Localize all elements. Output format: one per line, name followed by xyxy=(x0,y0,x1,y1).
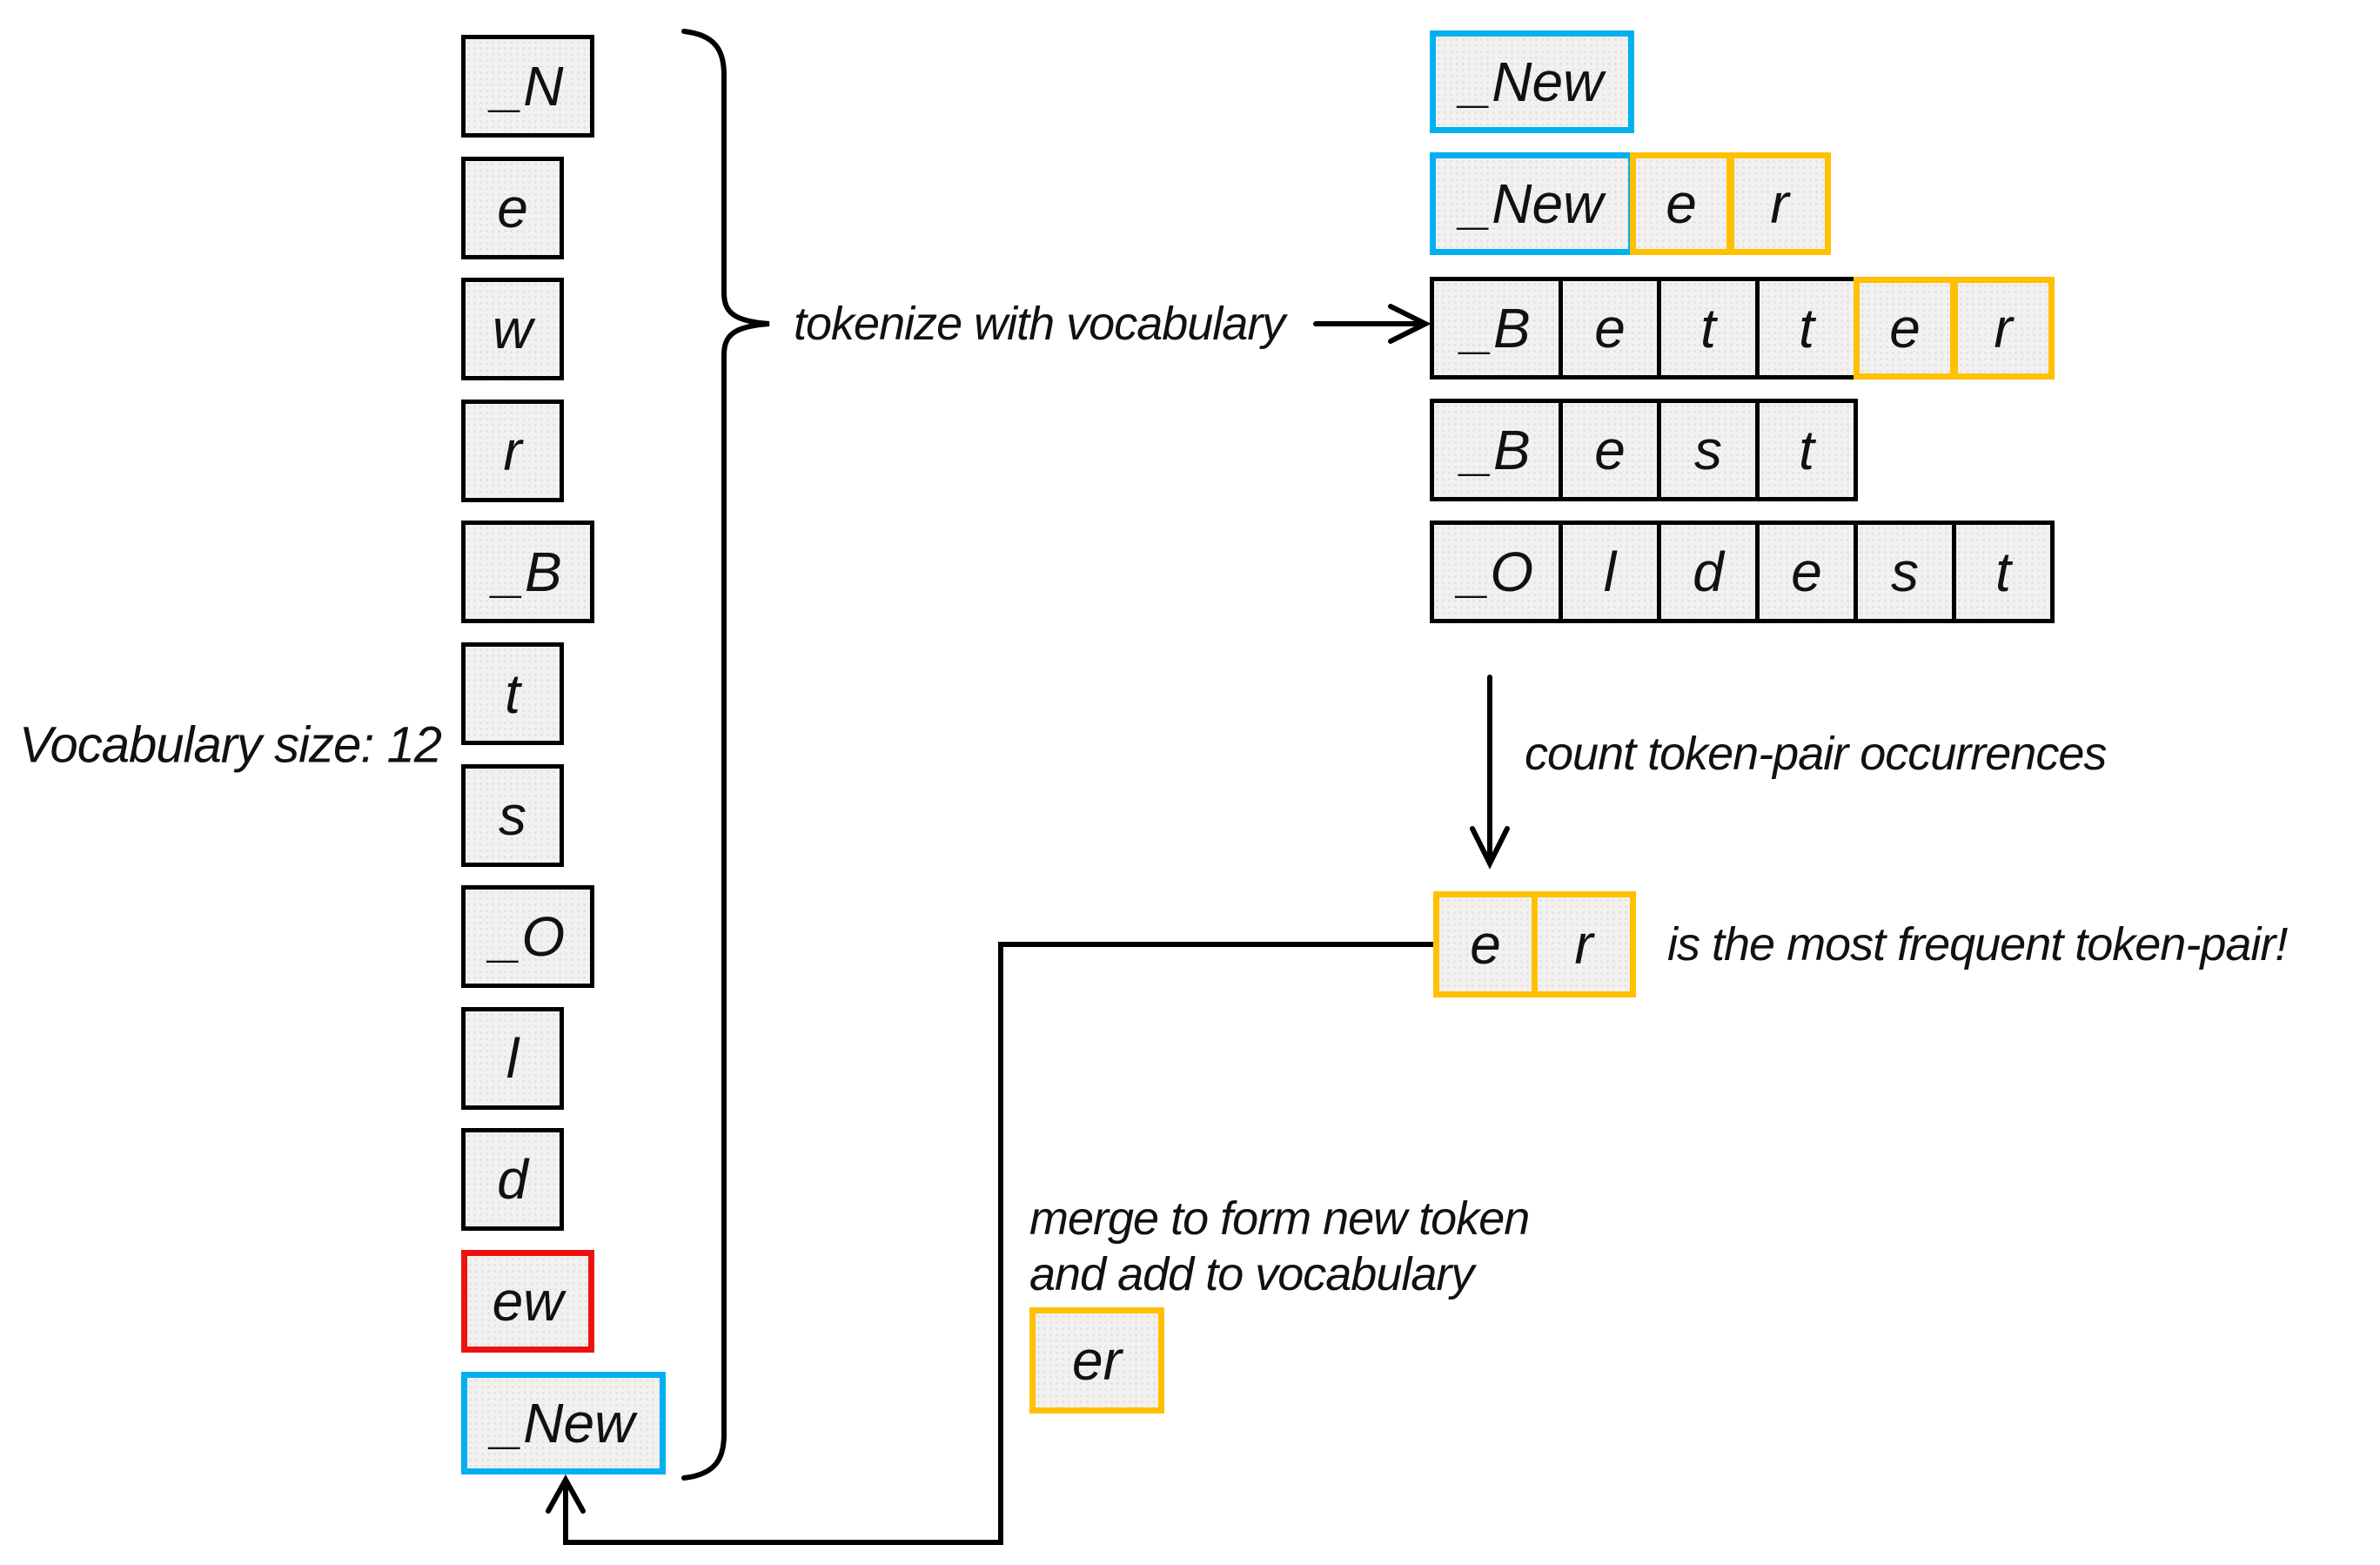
token-label: e xyxy=(1889,297,1921,359)
token-label: r xyxy=(1574,913,1593,976)
token-label: ew xyxy=(492,1270,564,1333)
merge-loop-line xyxy=(546,942,1436,1545)
vocab-token-box: _New xyxy=(461,1372,666,1474)
tokenize-arrow xyxy=(1313,304,1431,344)
token-label: t xyxy=(1799,297,1814,359)
token-label: _B xyxy=(1462,419,1531,481)
vocab-token-box: ew xyxy=(461,1250,594,1353)
merge-label-line1: merge to form new token xyxy=(1029,1192,1530,1245)
word-token-box: t xyxy=(1657,277,1760,379)
count-label: count token-pair occurrences xyxy=(1525,728,2107,780)
vocab-token-box: l xyxy=(461,1007,564,1110)
vocabulary-size-label: Vocabulary size: 12 xyxy=(19,716,442,774)
token-label: e xyxy=(1470,913,1501,976)
word-token-box: s xyxy=(1657,399,1760,501)
word-token-box: t xyxy=(1755,277,1858,379)
token-label: l xyxy=(506,1027,520,1090)
word-token-box: _O xyxy=(1430,521,1563,623)
token-label: t xyxy=(1799,419,1814,481)
token-label: t xyxy=(505,662,520,725)
token-label: s xyxy=(1891,541,1919,603)
token-label: _B xyxy=(493,541,562,603)
merged-token-box: er xyxy=(1029,1307,1164,1414)
token-label: e xyxy=(1666,172,1697,235)
most-frequent-label: is the most frequent token-pair! xyxy=(1667,918,2288,971)
word-token-box: e xyxy=(1755,521,1858,623)
vocab-token-box: _B xyxy=(461,521,594,623)
token-label: s xyxy=(499,784,526,847)
token-label: _New xyxy=(1460,172,1604,235)
token-label: _New xyxy=(492,1392,635,1454)
token-label: _New xyxy=(1460,50,1604,113)
token-label: r xyxy=(503,420,522,482)
tokenize-label: tokenize with vocabulary xyxy=(794,298,1285,350)
vocab-token-box: s xyxy=(461,764,564,867)
count-arrow xyxy=(1470,675,1510,870)
token-label: d xyxy=(497,1148,528,1211)
token-label: r xyxy=(1770,172,1789,235)
vocab-token-box: t xyxy=(461,642,564,745)
word-token-box: l xyxy=(1559,521,1661,623)
token-label: d xyxy=(1693,541,1724,603)
word-token-box: r xyxy=(1728,152,1831,255)
token-label: e xyxy=(1791,541,1822,603)
token-label: e xyxy=(497,177,528,239)
vocab-token-box: w xyxy=(461,278,564,380)
word-token-box: t xyxy=(1755,399,1858,501)
token-label: w xyxy=(492,298,533,360)
word-token-box: s xyxy=(1854,521,1956,623)
word-token-box: e xyxy=(1630,152,1733,255)
token-label: _N xyxy=(492,55,564,118)
vocab-token-box: _O xyxy=(461,885,594,988)
token-label: e xyxy=(1594,419,1626,481)
token-label: _O xyxy=(1458,541,1534,603)
word-token-box: r xyxy=(1952,277,2055,379)
pair-token-box: r xyxy=(1532,891,1636,997)
merge-label-line2: and add to vocabulary xyxy=(1029,1248,1474,1300)
word-token-box: _B xyxy=(1430,399,1563,501)
token-label: _O xyxy=(490,905,566,968)
token-label: e xyxy=(1594,297,1626,359)
token-label: er xyxy=(1072,1329,1122,1392)
word-token-box: d xyxy=(1657,521,1760,623)
vocab-token-box: d xyxy=(461,1128,564,1231)
pair-token-box: e xyxy=(1433,891,1538,997)
word-token-box: t xyxy=(1952,521,2055,623)
token-label: s xyxy=(1694,419,1722,481)
token-label: t xyxy=(1995,541,2011,603)
token-label: r xyxy=(1994,297,2013,359)
word-token-box: _New xyxy=(1430,30,1634,133)
vocab-token-box: r xyxy=(461,400,564,502)
vocabulary-brace xyxy=(681,29,770,1481)
token-label: _B xyxy=(1462,297,1531,359)
word-token-box: _New xyxy=(1430,152,1634,255)
word-token-box: e xyxy=(1559,277,1661,379)
vocab-token-box: _N xyxy=(461,35,594,138)
vocab-token-box: e xyxy=(461,157,564,259)
word-token-box: e xyxy=(1854,277,1956,379)
word-token-box: e xyxy=(1559,399,1661,501)
word-token-box: _B xyxy=(1430,277,1563,379)
token-label: t xyxy=(1700,297,1716,359)
token-label: l xyxy=(1603,541,1617,603)
